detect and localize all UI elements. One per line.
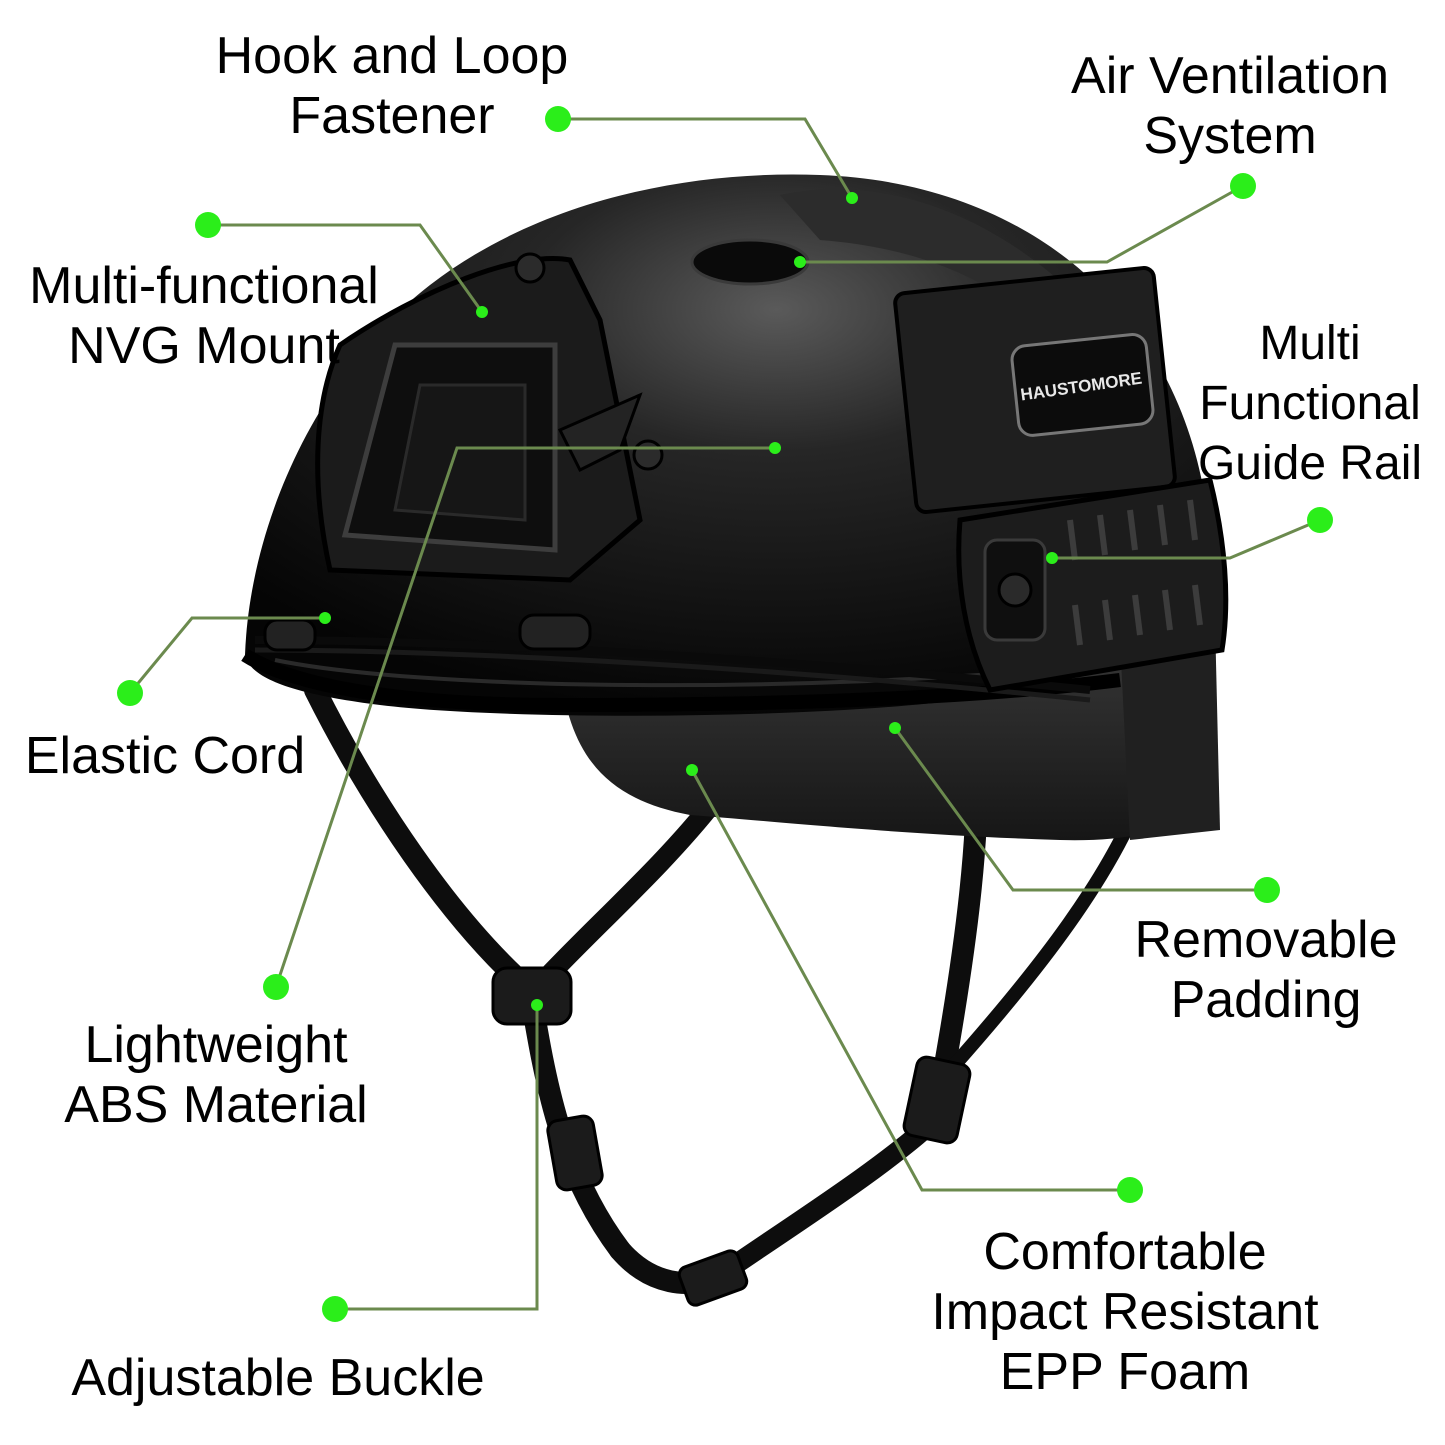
leader-guide-rail <box>1052 518 1321 560</box>
leader-epp-foam <box>690 769 1130 1192</box>
dot-hook-and-loop-outer <box>545 106 571 132</box>
dot-air-ventilation-outer <box>1230 173 1256 199</box>
dot-elastic-cord-outer <box>117 680 143 706</box>
dot-adjustable-buckle-outer <box>322 1296 348 1322</box>
strap-buckle-icon <box>491 966 972 1307</box>
leader-removable-padding <box>893 727 1267 892</box>
leader-hook-and-loop <box>558 117 854 199</box>
dot-nvg-mount-inner <box>476 306 488 318</box>
leader-adjustable-buckle <box>335 1005 539 1311</box>
dot-adjustable-buckle-inner <box>531 999 543 1011</box>
dot-air-ventilation-inner <box>794 256 806 268</box>
leader-abs-material <box>274 446 775 988</box>
dot-nvg-mount-outer <box>195 212 221 238</box>
dot-removable-padding-inner <box>889 722 901 734</box>
dot-epp-foam-outer <box>1117 1177 1143 1203</box>
dot-hook-and-loop-inner <box>846 192 858 204</box>
label-elastic-cord: Elastic Cord <box>24 727 306 785</box>
label-adjustable-buckle: Adjustable Buckle <box>71 1349 485 1407</box>
dot-epp-foam-inner <box>686 764 698 776</box>
vent-icon <box>690 238 810 286</box>
dot-guide-rail-outer <box>1307 507 1333 533</box>
dot-abs-material-outer <box>263 974 289 1000</box>
guide-rail-icon <box>956 477 1229 693</box>
dot-elastic-cord-inner <box>319 612 331 624</box>
callout-dots <box>117 106 1333 1322</box>
leader-elastic-cord <box>128 616 325 694</box>
nvg-mount-icon <box>315 252 664 583</box>
leader-nvg-mount <box>208 223 484 313</box>
leader-air-ventilation <box>800 184 1244 264</box>
logo-patch-icon: HAUSTOMORE <box>1010 333 1155 437</box>
dot-abs-material-inner <box>769 442 781 454</box>
hook-loop-strip-icon <box>780 189 1130 380</box>
leader-lines <box>128 117 1321 1311</box>
dot-guide-rail-inner <box>1046 552 1058 564</box>
dot-removable-padding-outer <box>1254 877 1280 903</box>
